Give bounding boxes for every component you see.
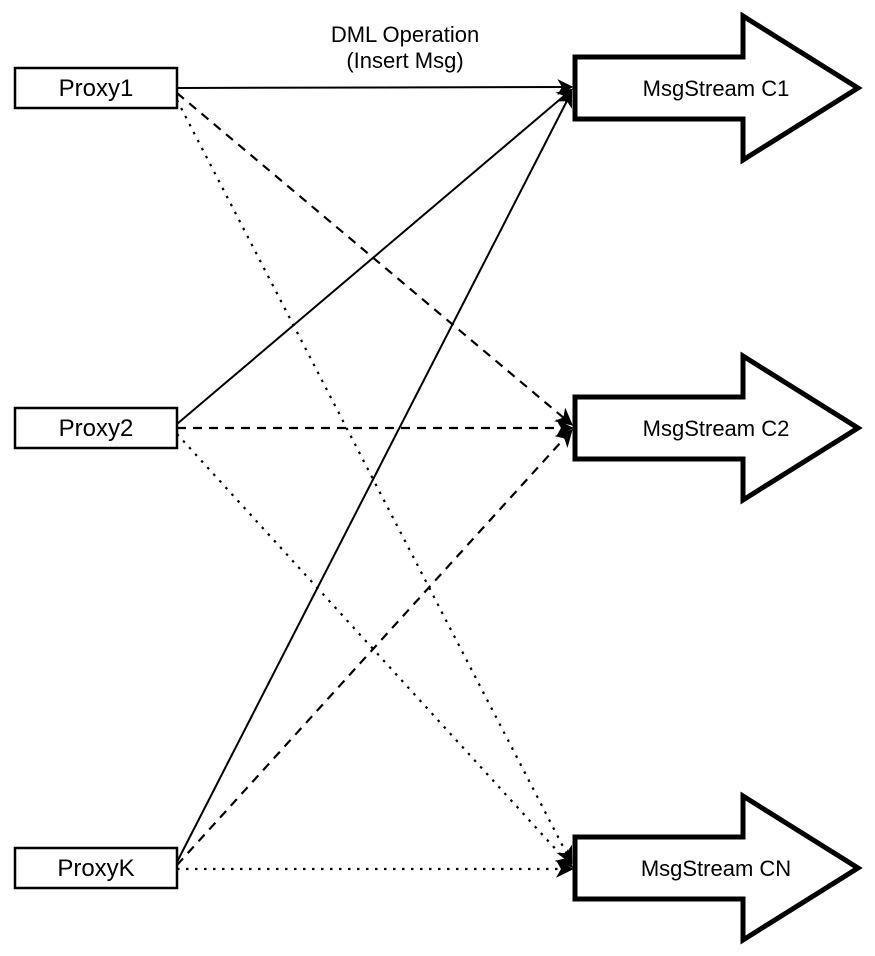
proxyk-label: ProxyK: [57, 855, 134, 882]
edge-annotation-line2: (Insert Msg): [346, 48, 463, 73]
edge-proxy1-c2: [176, 92, 574, 426]
edge-proxy2-c1: [176, 88, 573, 425]
edge-proxy2-cn: [176, 433, 573, 868]
msgstream-c2-arrow-shape: [572, 351, 863, 505]
msgstream-c1-label: MsgStream C1: [643, 76, 790, 101]
edge-proxyk-c1: [176, 90, 573, 863]
msgstream-c2-label: MsgStream C2: [643, 416, 790, 441]
msgstream-c2-node: [572, 351, 863, 505]
proxy2-label: Proxy2: [59, 415, 134, 442]
msgstream-c1-node: [572, 11, 863, 165]
proxy1-box: [13, 66, 179, 110]
msgstream-c1-arrow-shape: [572, 11, 863, 165]
msgstream-cn-arrow-shape: [572, 791, 863, 945]
edge-proxy1-c1: [176, 79, 574, 96]
msgstream-cn-label: MsgStream CN: [641, 856, 791, 881]
edge-annotation-line1: DML Operation: [331, 22, 479, 47]
msgstream-cn-node: [572, 791, 863, 945]
edge-proxyk-c2: [176, 429, 573, 866]
proxy1-label: Proxy1: [59, 75, 134, 102]
